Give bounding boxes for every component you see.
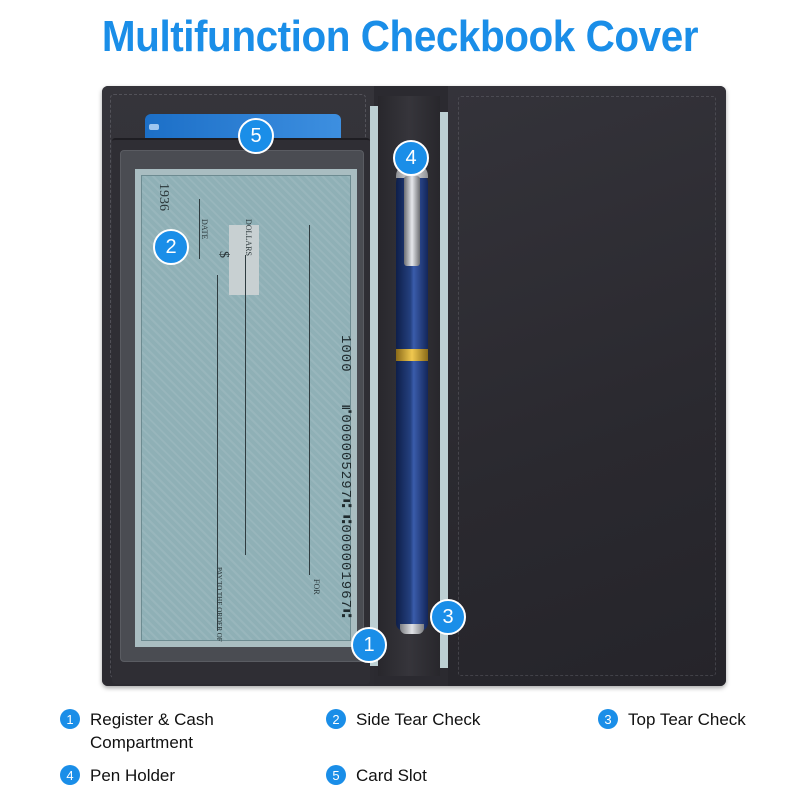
marker-2: 2 bbox=[153, 229, 189, 265]
dollar-sign: $ bbox=[216, 251, 231, 258]
pen-clip bbox=[404, 176, 420, 266]
dollars-label: DOLLARS bbox=[244, 219, 253, 256]
checkbook-cover: 1936 DATE DOLLARS $ PAY TO THE ORDER OF … bbox=[102, 86, 726, 686]
marker-3: 3 bbox=[430, 599, 466, 635]
for-label: FOR bbox=[312, 579, 321, 595]
signature-line bbox=[309, 225, 310, 575]
micr-amount: 1000 bbox=[337, 335, 353, 373]
date-label: DATE bbox=[200, 219, 209, 240]
legend-item: 4 Pen Holder bbox=[60, 764, 175, 787]
legend-number: 3 bbox=[598, 709, 618, 729]
legend-item: 3 Top Tear Check bbox=[598, 708, 746, 731]
legend-label: Register & Cash Compartment bbox=[90, 710, 214, 752]
legend-number: 1 bbox=[60, 709, 80, 729]
dollar-box bbox=[229, 225, 259, 295]
legend-number: 5 bbox=[326, 765, 346, 785]
page-title: Multifunction Checkbook Cover bbox=[101, 12, 699, 61]
marker-1: 1 bbox=[351, 627, 387, 663]
legend-label: Card Slot bbox=[356, 766, 427, 785]
register-pocket: 1936 DATE DOLLARS $ PAY TO THE ORDER OF … bbox=[112, 138, 370, 684]
stitching bbox=[458, 96, 716, 676]
legend-item: 2 Side Tear Check bbox=[326, 708, 480, 731]
legend-number: 2 bbox=[326, 709, 346, 729]
pen-gold-band bbox=[396, 349, 428, 361]
payee-line bbox=[217, 275, 218, 631]
amount-line bbox=[245, 255, 246, 555]
marker-4: 4 bbox=[393, 140, 429, 176]
legend-label: Side Tear Check bbox=[356, 710, 481, 729]
check: 1936 DATE DOLLARS $ PAY TO THE ORDER OF … bbox=[135, 169, 357, 647]
date-line bbox=[199, 199, 200, 259]
card-chip bbox=[149, 124, 159, 130]
legend-label: Top Tear Check bbox=[628, 710, 746, 729]
micr-routing: ⑆000001967⑆ bbox=[337, 515, 353, 619]
legend-number: 4 bbox=[60, 765, 80, 785]
divider-strip bbox=[440, 112, 448, 668]
marker-5: 5 bbox=[238, 118, 274, 154]
legend-label: Pen Holder bbox=[90, 766, 176, 785]
check-number: 1936 bbox=[156, 183, 171, 211]
pen-tip bbox=[400, 624, 424, 634]
legend-item: 5 Card Slot bbox=[326, 764, 427, 787]
check-window: 1936 DATE DOLLARS $ PAY TO THE ORDER OF … bbox=[120, 150, 364, 662]
divider-strip bbox=[370, 106, 378, 666]
right-panel bbox=[448, 86, 726, 686]
micr-account: ⑈000005297⑆ bbox=[337, 405, 353, 509]
left-panel: 1936 DATE DOLLARS $ PAY TO THE ORDER OF … bbox=[102, 86, 374, 686]
legend-item: 1 Register & Cash Compartment bbox=[60, 708, 260, 754]
